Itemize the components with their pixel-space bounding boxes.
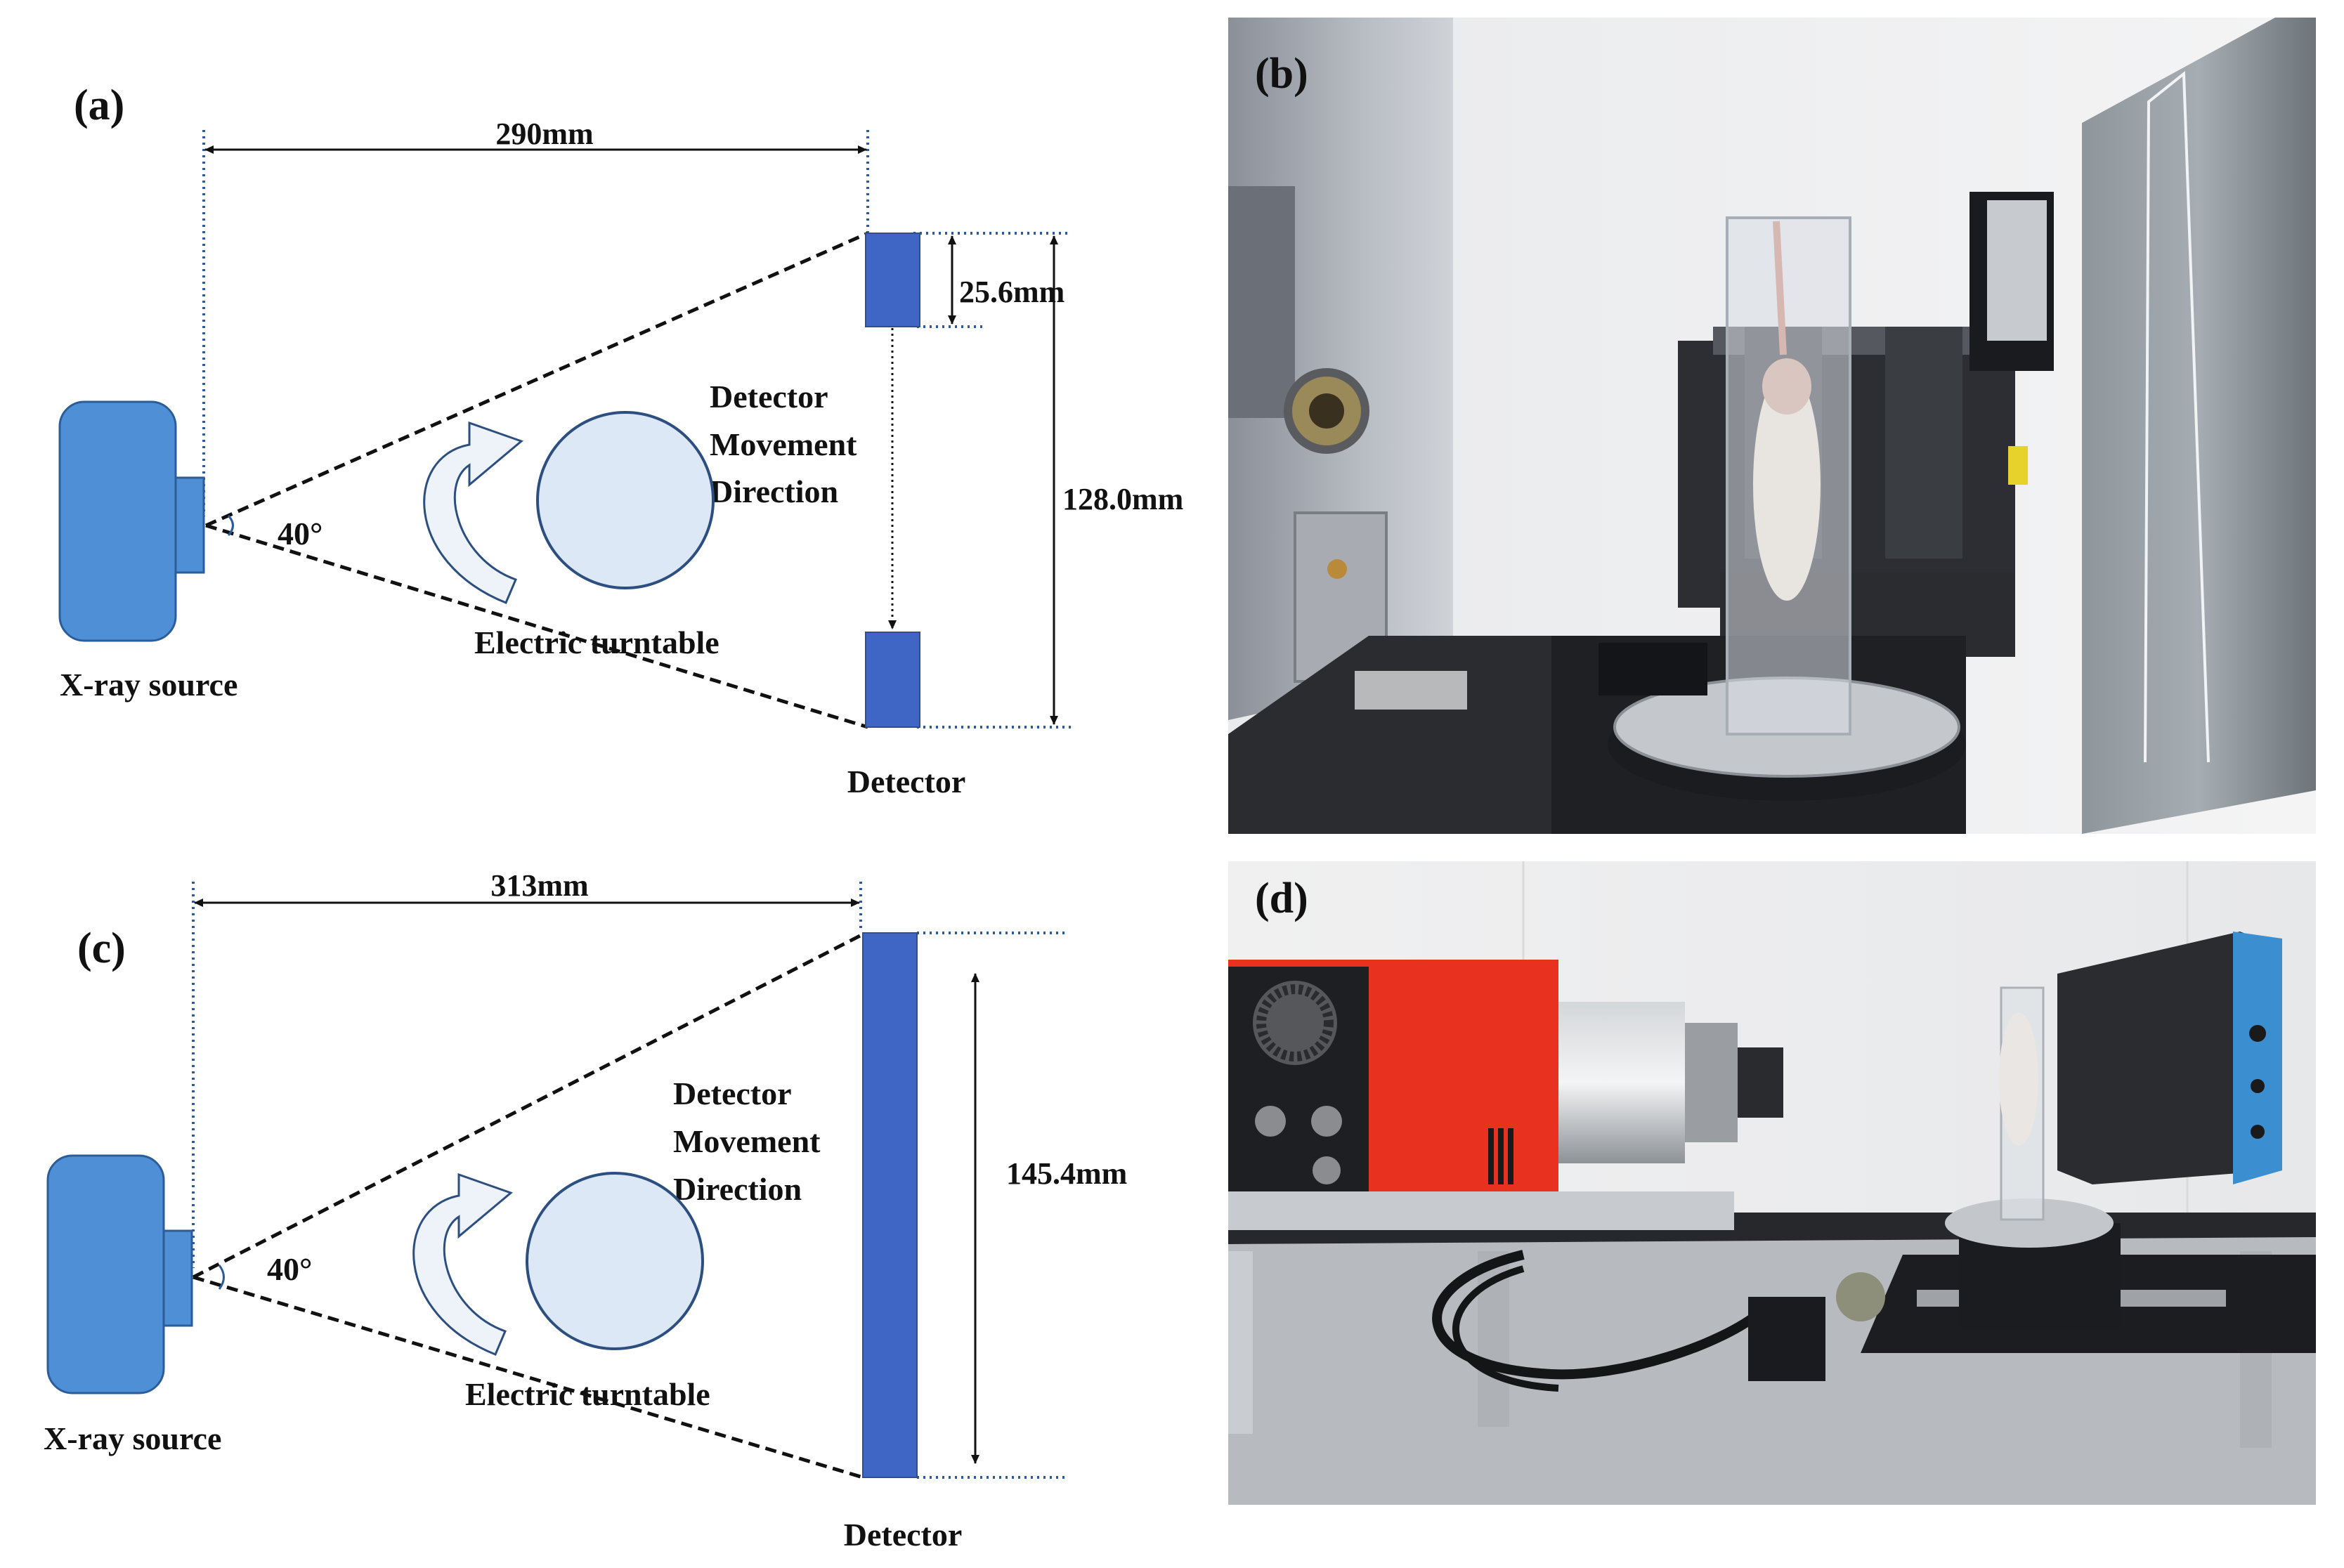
distance-label: 290mm — [495, 117, 593, 151]
detector-array — [862, 932, 918, 1478]
detector-label-c: Detector — [844, 1517, 963, 1553]
angle-arc — [227, 514, 234, 537]
angle-label: 40° — [278, 516, 323, 551]
angle-label-c: 40° — [267, 1251, 312, 1287]
panel-c: (c) 313mm X-ray source 40° Detector 145.… — [44, 868, 1127, 1553]
movement-label-line1-c: Detector — [673, 1076, 792, 1111]
distance-label-c: 313mm — [490, 868, 588, 903]
photo-b-illustration — [1228, 18, 2316, 834]
turntable-label: Electric turntable — [474, 625, 720, 660]
photo-d-experimental-setup: (d) — [1228, 861, 2316, 1505]
turntable-circle-c — [526, 1172, 704, 1350]
movement-label-line3: Direction — [710, 473, 838, 509]
turntable-label-c: Electric turntable — [465, 1376, 710, 1412]
photo-d-illustration — [1228, 861, 2316, 1505]
beam-lower-edge-c — [193, 1275, 864, 1479]
beam-lower-edge — [205, 523, 868, 729]
beam-upper-edge-c — [192, 932, 864, 1279]
movement-label-line3-c: Direction — [673, 1171, 802, 1207]
angle-arc-c — [218, 1265, 225, 1290]
scan-range-label: 128.0mm — [1062, 482, 1183, 516]
turntable-circle — [536, 411, 715, 589]
detector-label: Detector — [847, 764, 966, 799]
xray-source-body-c — [46, 1154, 165, 1394]
photo-b-experimental-setup: (b) — [1228, 18, 2316, 834]
beam-upper-edge — [204, 231, 869, 528]
detector-height-label-c: 145.4mm — [1006, 1156, 1127, 1191]
movement-label-line2: Movement — [710, 426, 857, 462]
panel-a-label: (a) — [74, 81, 124, 129]
detector-top — [865, 233, 920, 327]
panel-a: (a) 290mm X-ray source 40° Detector 25.6… — [58, 81, 1183, 799]
panel-d-label: (d) — [1255, 875, 1308, 922]
detector-bottom — [865, 632, 920, 728]
rotation-arrow-icon — [423, 421, 523, 604]
xray-source-body — [58, 400, 177, 642]
panel-c-label: (c) — [77, 925, 126, 972]
xray-source-label: X-ray source — [60, 667, 237, 703]
movement-label-line1: Detector — [710, 379, 828, 414]
rotation-arrow-icon-c — [412, 1172, 513, 1356]
detector-height-label: 25.6mm — [959, 275, 1064, 309]
xray-source-window-c — [162, 1229, 193, 1327]
xray-source-label-c: X-ray source — [44, 1420, 221, 1456]
panel-b-label: (b) — [1255, 50, 1308, 98]
movement-label-line2-c: Movement — [673, 1123, 821, 1159]
xray-source-window — [174, 476, 205, 574]
